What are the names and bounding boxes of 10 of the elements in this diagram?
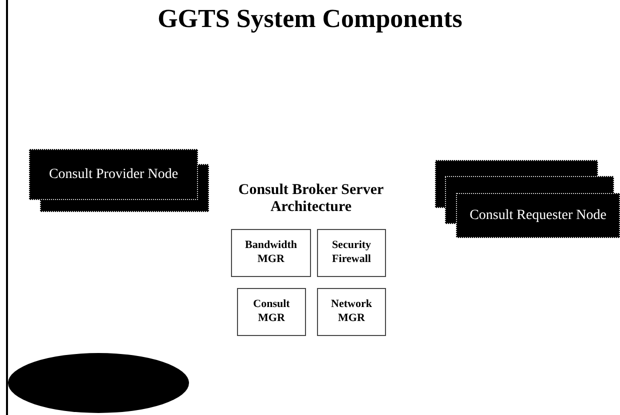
component-box: Bandwidth MGR xyxy=(231,229,311,277)
title: GGTS System Components xyxy=(156,4,464,34)
stacked-node-card xyxy=(435,160,620,238)
component-box: Security Firewall xyxy=(317,229,386,277)
component-box: Consult MGR xyxy=(237,288,306,336)
node-label: Consult Provider Node xyxy=(48,166,178,182)
component-box: Network MGR xyxy=(317,288,386,336)
stacked-node-card xyxy=(29,149,209,212)
node-label: Consult Requester Node xyxy=(470,208,606,224)
heading: Consult Broker Server Architecture xyxy=(237,182,385,216)
